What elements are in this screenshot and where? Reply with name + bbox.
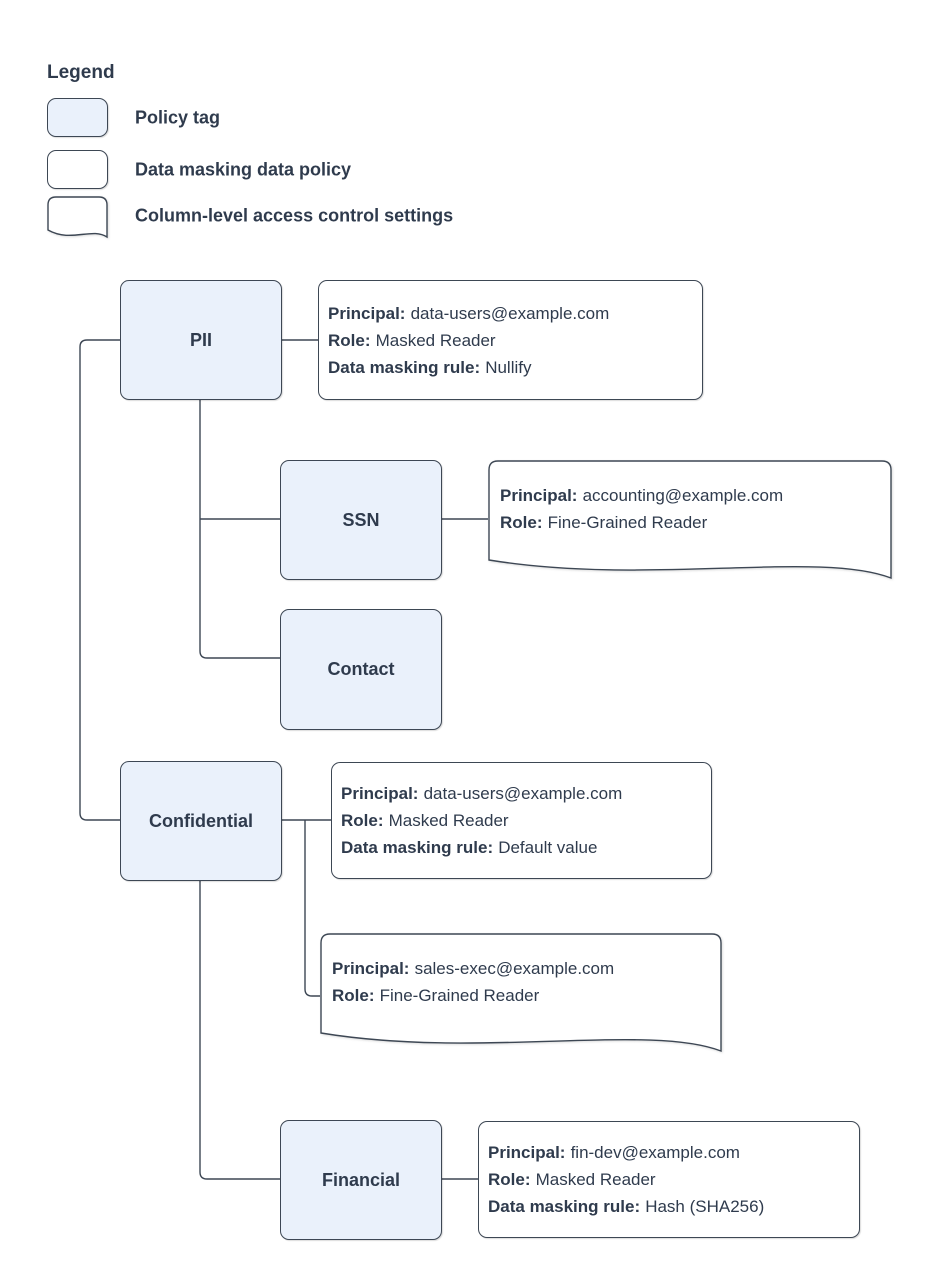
legend-title: Legend [47, 62, 115, 83]
policy-tag-ssn: SSN [280, 460, 442, 580]
legend-access-control-label: Column-level access control settings [135, 205, 454, 226]
policy-line: Data masking rule:Hash (SHA256) [488, 1197, 765, 1216]
policy-line: Principal:data-users@example.com [341, 784, 623, 803]
policy-tag-contact-label: Contact [327, 659, 395, 679]
policy-tag-financial-label: Financial [321, 1169, 401, 1190]
policy-line: Principal:sales-exec@example.com [332, 959, 615, 978]
access-control-ssn: Principal:accounting@example.com Role:Fi… [488, 460, 892, 582]
policy-tag-confidential-label: Confidential [149, 810, 253, 831]
policy-tag-ssn-label: SSN [342, 509, 380, 530]
legend-data-policy-swatch [47, 150, 108, 189]
legend-data-policy-label: Data masking data policy [135, 159, 352, 180]
policy-line: Principal:data-users@example.com [328, 303, 610, 323]
policy-line: Data masking rule:Nullify [328, 357, 532, 377]
policy-line: Role:Masked Reader [341, 811, 509, 830]
data-policy-confidential: Principal:data-users@example.com Role:Ma… [331, 762, 712, 879]
policy-tag-confidential: Confidential [120, 761, 282, 881]
access-control-confidential: Principal:sales-exec@example.com Role:Fi… [320, 933, 722, 1055]
policy-line: Role:Fine-Grained Reader [332, 986, 540, 1005]
policy-tag-pii: PII [120, 280, 282, 400]
policy-line: Role:Fine-Grained Reader [500, 513, 708, 532]
policy-tag-financial: Financial [280, 1120, 442, 1240]
legend-document-swatch [47, 196, 108, 240]
policy-line: Principal:accounting@example.com [500, 486, 784, 505]
policy-tag-pii-label: PII [189, 329, 212, 350]
data-policy-pii: Principal:data-users@example.com Role:Ma… [318, 280, 703, 400]
policy-tag-contact: Contact [280, 609, 442, 730]
policy-line: Data masking rule:Default value [341, 838, 598, 857]
policy-line: Principal:fin-dev@example.com [488, 1143, 740, 1162]
legend-policy-tag-swatch [47, 98, 108, 137]
policy-line: Role:Masked Reader [488, 1170, 656, 1189]
legend-policy-tag-label: Policy tag [135, 107, 221, 128]
data-policy-financial: Principal:fin-dev@example.com Role:Maske… [478, 1121, 860, 1238]
policy-line: Role:Masked Reader [328, 330, 496, 350]
